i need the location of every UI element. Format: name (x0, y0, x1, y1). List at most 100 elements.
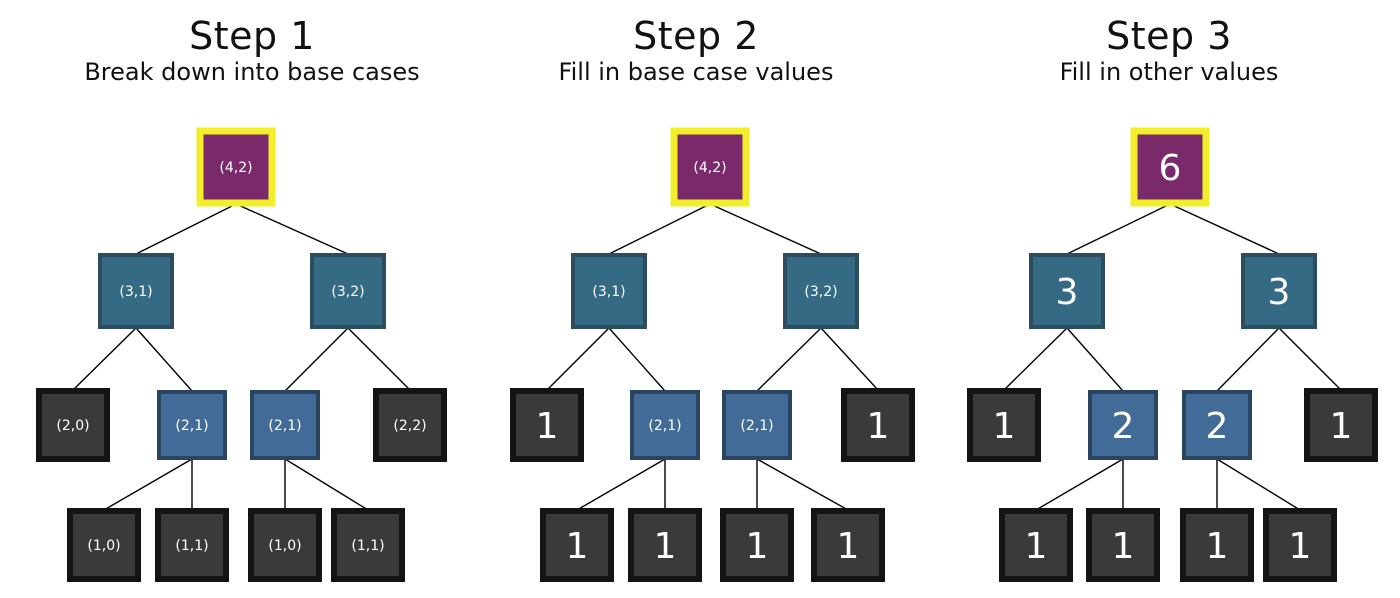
node-box (670, 127, 750, 207)
tree-edge (1066, 327, 1124, 392)
tree-edge (608, 203, 711, 255)
node-box (157, 390, 227, 460)
node-label: 1 (1112, 526, 1135, 567)
node-box (196, 127, 276, 207)
panel-1-title: Step 1 (189, 14, 315, 58)
tree-node: (1,1) (331, 508, 405, 582)
tree-node: (3,2) (310, 253, 386, 329)
panel-1-subtitle: Break down into base cases (84, 58, 420, 86)
tree-node: 1 (720, 508, 794, 582)
tree-edge (608, 327, 666, 392)
tree-node: 1 (811, 508, 885, 582)
tree-edge (546, 327, 610, 391)
tree-edge (820, 327, 879, 391)
node-box (540, 508, 614, 582)
tree-node: (4,2) (196, 127, 276, 207)
node-label: (1,0) (87, 538, 120, 554)
tree-edge (756, 327, 822, 392)
node-label: (3,2) (331, 284, 364, 300)
node-box (1088, 390, 1158, 460)
tree-node: (1,0) (248, 508, 322, 582)
node-label: (2,1) (740, 418, 773, 434)
node-label: (3,1) (592, 284, 625, 300)
node-box (250, 390, 320, 460)
tree-node: 2 (1088, 390, 1158, 460)
tree-node: 1 (1263, 508, 1337, 582)
tree-node: 1 (967, 388, 1041, 462)
tree-edge (1216, 327, 1280, 392)
tree-node: (4,2) (670, 127, 750, 207)
panel-1-heading: Step 1 Break down into base cases (40, 14, 464, 86)
node-label: (2,0) (56, 418, 89, 434)
node-label: (1,1) (175, 538, 208, 554)
panel-2-subtitle: Fill in base case values (558, 58, 834, 86)
tree-edge (72, 327, 137, 391)
node-box (841, 388, 915, 462)
tree-node: 6 (1130, 127, 1210, 207)
node-label: (3,1) (119, 284, 152, 300)
tree-node: (3,1) (98, 253, 174, 329)
tree-node: (2,0) (36, 388, 110, 462)
node-label: 1 (993, 406, 1016, 447)
node-box (248, 508, 322, 582)
tree-node: (3,1) (571, 253, 647, 329)
node-box (510, 388, 584, 462)
node-label: (2,1) (268, 418, 301, 434)
tree-edge (756, 458, 849, 511)
tree-edge (1278, 327, 1342, 391)
node-box (1086, 508, 1160, 582)
tree-edge (1003, 327, 1068, 391)
panel-3-heading: Step 3 Fill in other values (957, 14, 1381, 86)
tree-node: (1,0) (67, 508, 141, 582)
tree-node: 3 (1029, 253, 1105, 329)
tree-edge (1035, 458, 1124, 511)
node-box (1029, 253, 1105, 329)
tree-edge (347, 327, 411, 391)
node-label: 1 (536, 406, 559, 447)
node-label: (4,2) (693, 160, 726, 176)
tree-edge (135, 203, 237, 255)
node-label: 2 (1206, 406, 1229, 447)
node-box (811, 508, 885, 582)
node-box (783, 253, 859, 329)
tree-edge (1066, 203, 1171, 255)
node-box (1241, 253, 1317, 329)
node-label: (1,1) (351, 538, 384, 554)
node-label: 3 (1268, 272, 1291, 313)
tree-node: 2 (1182, 390, 1252, 460)
tree-edge (1169, 203, 1280, 255)
tree-node: 1 (841, 388, 915, 462)
tree-node: 1 (510, 388, 584, 462)
tree-panel-1: (4,2) (3,1) (3,2) (2,0) (2,1) (2,1) (2,2) (1,0)… (36, 127, 447, 582)
node-box (310, 253, 386, 329)
tree-node: 1 (540, 508, 614, 582)
tree-node: 1 (1086, 508, 1160, 582)
node-box (720, 508, 794, 582)
node-label: 1 (1025, 526, 1048, 567)
tree-node: (2,1) (722, 390, 792, 460)
tree-node: (2,1) (250, 390, 320, 460)
panel-3-subtitle: Fill in other values (1059, 58, 1279, 86)
node-box (630, 390, 700, 460)
tree-node: (1,1) (155, 508, 229, 582)
node-box (1180, 508, 1254, 582)
node-box (722, 390, 792, 460)
tree-node: 1 (628, 508, 702, 582)
node-label: 3 (1056, 272, 1079, 313)
node-label: 2 (1112, 406, 1135, 447)
node-label: (2,1) (648, 418, 681, 434)
tree-node: (2,1) (157, 390, 227, 460)
node-box (967, 388, 1041, 462)
node-label: 1 (654, 526, 677, 567)
tree-edge (284, 458, 369, 511)
tree-node: (3,2) (783, 253, 859, 329)
panel-3-title: Step 3 (1106, 14, 1232, 58)
tree-edge (103, 458, 193, 511)
tree-node: 1 (1304, 388, 1378, 462)
tree-node: (2,2) (373, 388, 447, 462)
node-label: (2,2) (393, 418, 426, 434)
